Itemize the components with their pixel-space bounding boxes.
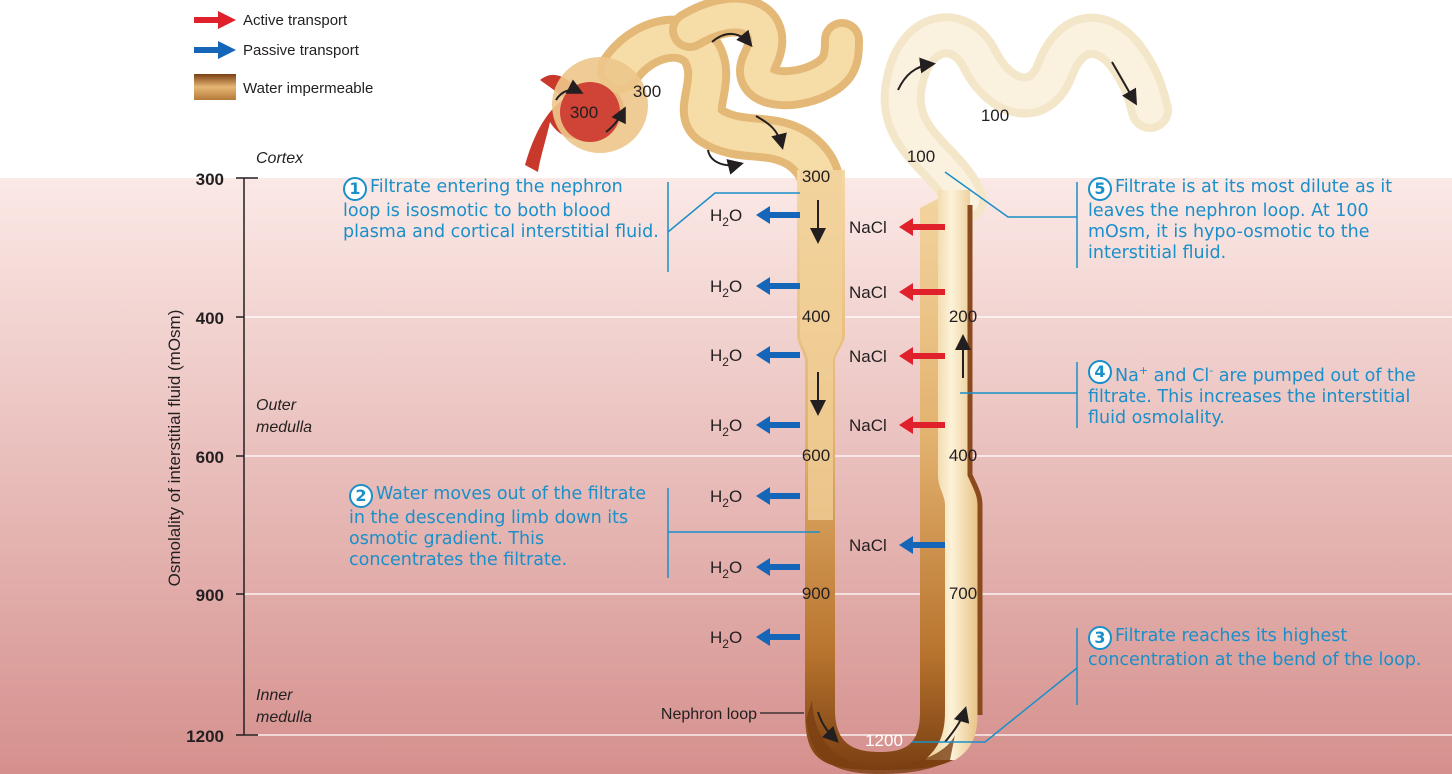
descending-value-900: 900 xyxy=(802,584,830,603)
svg-text:Inner: Inner xyxy=(256,687,293,704)
y-tick-300: 300 xyxy=(196,170,224,189)
svg-text:Water impermeable: Water impermeable xyxy=(243,80,373,97)
svg-text:Passive transport: Passive transport xyxy=(243,42,360,59)
step-1-text: Filtrate entering the nephron loop is is… xyxy=(343,177,659,242)
nacl-label: NaCl xyxy=(849,536,887,555)
descending-value-400: 400 xyxy=(802,307,830,326)
step-4-number: 4 xyxy=(1088,360,1112,384)
capsule-value: 300 xyxy=(633,82,661,101)
step-5-text: Filtrate is at its most dilute as it lea… xyxy=(1088,177,1392,263)
y-tick-1200: 1200 xyxy=(186,727,224,746)
ascending-value-400: 400 xyxy=(949,446,977,465)
legend: Active transport Passive transport Water… xyxy=(194,11,373,100)
step-4-text: Na+ and Cl- are pumped out of the filtra… xyxy=(1088,366,1416,428)
svg-text:Outer: Outer xyxy=(256,397,297,414)
step-5-number: 5 xyxy=(1088,177,1112,201)
bend-value: 1200 xyxy=(865,731,903,750)
y-axis-label: Osmolality of interstitial fluid (mOsm) xyxy=(165,310,184,587)
descending-value-600: 600 xyxy=(802,446,830,465)
svg-text:medulla: medulla xyxy=(256,709,312,726)
ascending-value-700: 700 xyxy=(949,584,977,603)
dct-value: 100 xyxy=(981,106,1009,125)
y-tick-600: 600 xyxy=(196,448,224,467)
y-tick-900: 900 xyxy=(196,586,224,605)
ascending-top-value: 100 xyxy=(907,147,935,166)
glomerulus-value: 300 xyxy=(570,103,598,122)
ascending-value-200: 200 xyxy=(949,307,977,326)
descending-value-300: 300 xyxy=(802,167,830,186)
nacl-label: NaCl xyxy=(849,416,887,435)
nacl-label: NaCl xyxy=(849,218,887,237)
svg-text:medulla: medulla xyxy=(256,419,312,436)
step-1-number: 1 xyxy=(343,177,367,201)
step-2-number: 2 xyxy=(349,484,373,508)
step-3-text: Filtrate reaches its highest concentrati… xyxy=(1088,626,1422,670)
step-2-text: Water moves out of the filtrate in the d… xyxy=(349,484,646,570)
interstitial-background xyxy=(0,178,1452,774)
zone-cortex: Cortex xyxy=(256,150,304,167)
step-3-number: 3 xyxy=(1088,626,1112,650)
legend-passive-transport: Passive transport xyxy=(194,41,360,59)
svg-text:Active transport: Active transport xyxy=(243,12,348,29)
nephron-loop-label: Nephron loop xyxy=(661,706,757,723)
y-tick-400: 400 xyxy=(196,309,224,328)
nacl-label: NaCl xyxy=(849,283,887,302)
nacl-label: NaCl xyxy=(849,347,887,366)
